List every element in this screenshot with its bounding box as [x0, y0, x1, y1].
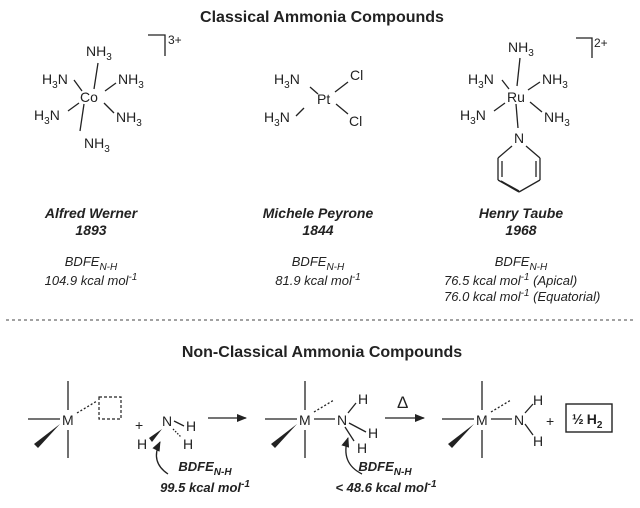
- taube-nh3-lower-right: NH3: [544, 109, 570, 129]
- amido-h-bottom: H: [533, 433, 543, 449]
- werner-nh3-top: NH3: [86, 43, 112, 63]
- taube-bdfe-apical: 76.5 kcal mol-1 (Apical): [444, 272, 577, 288]
- metal-amido-complex: M N H H: [442, 381, 543, 458]
- amido-h-top: H: [533, 392, 543, 408]
- werner-bdfe-value: 104.9 kcal mol-1: [45, 272, 138, 288]
- taube-nh3-top: NH3: [508, 39, 534, 59]
- complex-h-top: H: [358, 391, 368, 407]
- bdfe-ammonia-label: BDFEN-H: [178, 459, 232, 478]
- peyrone-bdfe-value: 81.9 kcal mol-1: [275, 272, 361, 288]
- complex-h-right: H: [368, 425, 378, 441]
- metal-atom-1: M: [62, 412, 74, 428]
- classical-title: Classical Ammonia Compounds: [200, 9, 444, 26]
- taube-h3n-lower-left: H3N: [460, 107, 486, 127]
- peyrone-cl-lower: Cl: [349, 113, 362, 129]
- peyrone-pt-atom: Pt: [317, 91, 330, 107]
- bdfe-ammonia-value: 99.5 kcal mol-1: [160, 479, 250, 495]
- ammonia-h-left: H: [137, 436, 147, 452]
- taube-ru-atom: Ru: [507, 89, 525, 105]
- bdfe-complex-value: < 48.6 kcal mol-1: [335, 479, 436, 495]
- taube-charge-bracket: [576, 37, 593, 58]
- peyrone-h3n-lower: H3N: [264, 109, 290, 129]
- metal-vacant-site-fragment: M: [28, 381, 122, 458]
- heat-delta-symbol: Δ: [397, 393, 408, 412]
- werner-year: 1893: [75, 222, 106, 238]
- metal-atom-3: M: [476, 412, 488, 428]
- werner-nh3-upper-right: NH3: [118, 71, 144, 91]
- reaction-plus-1: +: [135, 417, 143, 433]
- metal-ammine-complex: M N H H H: [265, 381, 378, 475]
- werner-h3n-upper-left: H3N: [42, 71, 68, 91]
- complex-h-bottom: H: [357, 440, 367, 456]
- werner-name: Alfred Werner: [44, 205, 139, 221]
- taube-complex-structure: NH3 H3N NH3 Ru H3N NH3 N 2+: [460, 36, 608, 193]
- taube-name: Henry Taube: [479, 205, 563, 221]
- werner-nh3-lower-right: NH3: [116, 109, 142, 129]
- vacant-site-box: [98, 396, 122, 420]
- ammonia-h-back: H: [183, 436, 193, 452]
- ammonia-h-right: H: [186, 418, 196, 434]
- taube-bdfe-label: BDFEN-H: [495, 254, 548, 273]
- reaction-plus-2: +: [546, 413, 554, 429]
- amido-n-atom: N: [514, 412, 524, 428]
- taube-year: 1968: [505, 222, 536, 238]
- werner-charge: 3+: [168, 33, 182, 47]
- taube-bdfe-equatorial: 76.0 kcal mol-1 (Equatorial): [444, 288, 600, 304]
- ammonia-n-atom: N: [162, 413, 172, 429]
- pyridine-ring: N: [497, 130, 541, 193]
- werner-h3n-lower-left: H3N: [34, 107, 60, 127]
- bdfe-complex-label: BDFEN-H: [358, 459, 412, 478]
- peyrone-name: Michele Peyrone: [263, 205, 374, 221]
- metal-atom-2: M: [299, 412, 311, 428]
- peyrone-complex-structure: H3N Cl Pt H3N Cl: [264, 67, 363, 129]
- pyridine-n-atom: N: [514, 130, 524, 146]
- peyrone-year: 1844: [302, 222, 333, 238]
- peyrone-bdfe-label: BDFEN-H: [292, 254, 345, 273]
- non-classical-title: Non-Classical Ammonia Compounds: [182, 344, 462, 361]
- werner-charge-bracket: [148, 34, 166, 56]
- werner-nh3-bottom: NH3: [84, 135, 110, 155]
- peyrone-h3n-upper: H3N: [274, 71, 300, 91]
- peyrone-cl-upper: Cl: [350, 67, 363, 83]
- taube-charge: 2+: [594, 36, 608, 50]
- werner-complex-structure: NH3 H3N NH3 Co H3N NH3 NH3 3+: [34, 33, 182, 155]
- taube-nh3-upper-right: NH3: [542, 71, 568, 91]
- ammonia-molecule: N H H H: [137, 413, 196, 475]
- complex-n-atom: N: [337, 412, 347, 428]
- werner-bdfe-label: BDFEN-H: [65, 254, 118, 273]
- werner-co-atom: Co: [80, 89, 98, 105]
- taube-h3n-upper-left: H3N: [468, 71, 494, 91]
